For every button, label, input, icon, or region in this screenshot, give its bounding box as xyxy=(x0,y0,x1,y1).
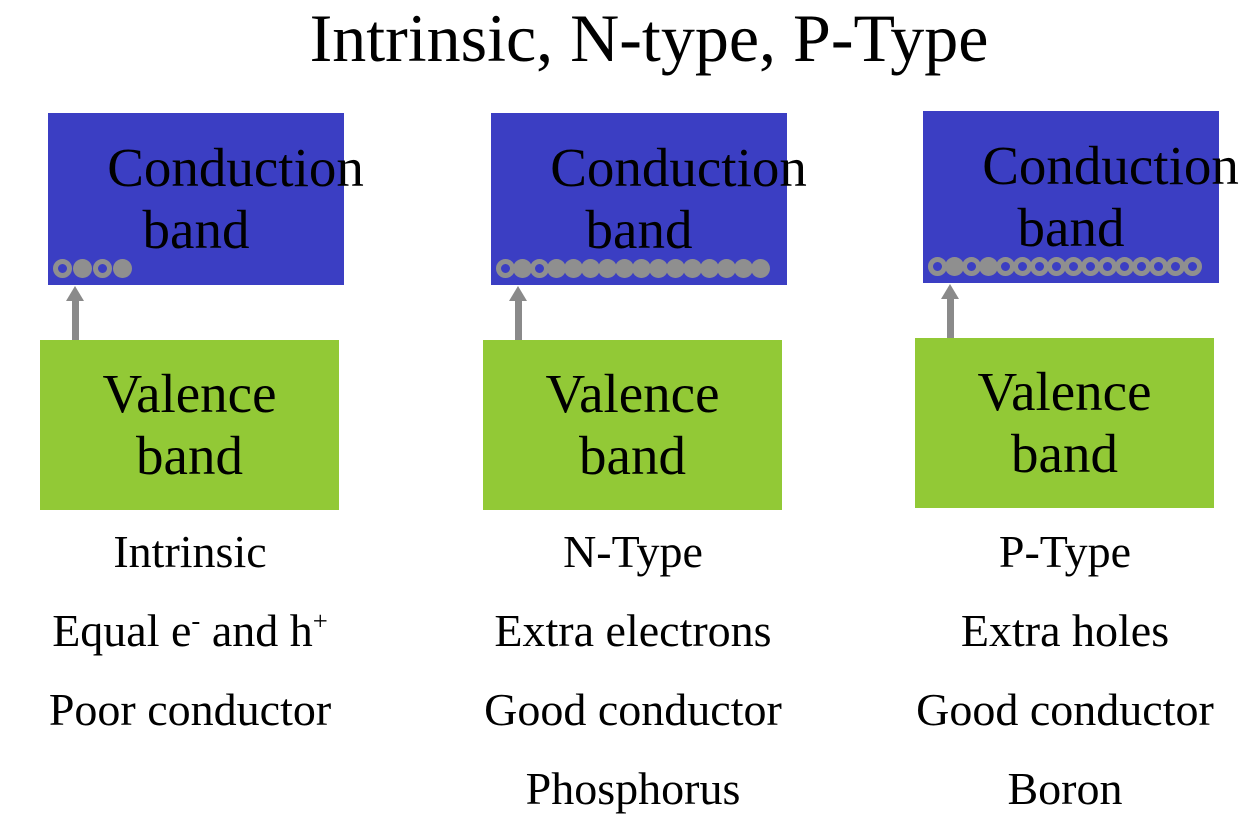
arrow-stem xyxy=(514,301,522,340)
caption-text: Good conductor xyxy=(484,684,782,735)
electron-dot xyxy=(632,259,651,278)
hole-dot xyxy=(928,257,947,276)
electron-dot xyxy=(717,259,736,278)
band-gap-arrow-up-icon xyxy=(941,284,959,338)
slide-title: Intrinsic, N-type, P-Type xyxy=(309,0,989,76)
electron-dot xyxy=(751,259,770,278)
hole-dot xyxy=(496,259,515,278)
caption-line: N-Type xyxy=(453,512,813,591)
hole-dot xyxy=(1149,257,1168,276)
caption-text: P-Type xyxy=(998,526,1132,577)
conduction-band-label: Conduction band xyxy=(550,137,807,260)
caption-line: Good conductor xyxy=(453,670,813,749)
hole-dot xyxy=(1098,257,1117,276)
caption-line: P-Type xyxy=(885,512,1245,591)
caption-line: Poor conductor xyxy=(10,670,370,749)
hole-dot xyxy=(1132,257,1151,276)
electron-dot xyxy=(945,257,964,276)
caption-line: Equal e- and h+ xyxy=(10,591,370,670)
arrow-head-icon xyxy=(66,286,84,301)
caption-text: Intrinsic xyxy=(113,526,267,577)
electron-dot xyxy=(700,259,719,278)
conduction-band-label: Conduction band xyxy=(982,135,1239,258)
electron-dot xyxy=(547,259,566,278)
electron-hole-row xyxy=(928,257,1202,276)
caption-text: Extra electrons xyxy=(494,605,772,656)
electron-dot xyxy=(581,259,600,278)
electron-dot xyxy=(113,259,132,278)
electron-dot xyxy=(666,259,685,278)
hole-dot xyxy=(1081,257,1100,276)
caption-line: Boron xyxy=(885,749,1245,828)
hole-dot xyxy=(1166,257,1185,276)
caption-text: Extra holes xyxy=(960,605,1170,656)
hole-dot xyxy=(1013,257,1032,276)
arrow-head-icon xyxy=(941,284,959,299)
hole-dot xyxy=(530,259,549,278)
hole-dot xyxy=(1115,257,1134,276)
hole-dot xyxy=(53,259,72,278)
electron-dot xyxy=(564,259,583,278)
hole-dot xyxy=(962,257,981,276)
hole-dot xyxy=(93,259,112,278)
hole-dot xyxy=(1183,257,1202,276)
electron-dot xyxy=(73,259,92,278)
conduction-band-box: Conduction band xyxy=(48,113,364,285)
electron-dot xyxy=(734,259,753,278)
electron-dot xyxy=(513,259,532,278)
caption-text: Good conductor xyxy=(916,684,1214,735)
valence-band-label: Valence band xyxy=(545,363,720,486)
caption-line: Intrinsic xyxy=(10,512,370,591)
caption-text: Equal e xyxy=(52,605,192,656)
valence-band-label: Valence band xyxy=(977,361,1152,484)
valence-band-box: Valence band xyxy=(483,340,782,510)
conduction-band-label: Conduction band xyxy=(107,137,364,260)
electron-dot xyxy=(683,259,702,278)
electron-dot xyxy=(615,259,634,278)
caption-text: Phosphorus xyxy=(525,763,741,814)
arrow-stem xyxy=(71,301,79,340)
superscript: - xyxy=(191,605,201,636)
hole-dot xyxy=(1047,257,1066,276)
electron-hole-row xyxy=(53,259,132,278)
arrow-head-icon xyxy=(509,286,527,301)
caption-text: and h xyxy=(200,605,313,656)
caption-line: Phosphorus xyxy=(453,749,813,828)
valence-band-box: Valence band xyxy=(40,340,339,510)
superscript: + xyxy=(312,605,328,636)
caption-line: Extra holes xyxy=(885,591,1245,670)
conduction-band-box: Conduction band xyxy=(923,111,1239,283)
electron-dot xyxy=(649,259,668,278)
hole-dot xyxy=(1064,257,1083,276)
caption-text: N-Type xyxy=(563,526,703,577)
band-gap-arrow-up-icon xyxy=(66,286,84,340)
electron-dot xyxy=(598,259,617,278)
hole-dot xyxy=(996,257,1015,276)
caption-line: Extra electrons xyxy=(453,591,813,670)
electron-hole-row xyxy=(496,259,770,278)
electron-dot xyxy=(979,257,998,276)
hole-dot xyxy=(1030,257,1049,276)
band-gap-arrow-up-icon xyxy=(509,286,527,340)
arrow-stem xyxy=(946,299,954,338)
caption-text: Poor conductor xyxy=(48,684,332,735)
caption-line: Good conductor xyxy=(885,670,1245,749)
conduction-band-box: Conduction band xyxy=(491,113,807,285)
caption-text: Boron xyxy=(1007,763,1123,814)
valence-band-label: Valence band xyxy=(102,363,277,486)
valence-band-box: Valence band xyxy=(915,338,1214,508)
